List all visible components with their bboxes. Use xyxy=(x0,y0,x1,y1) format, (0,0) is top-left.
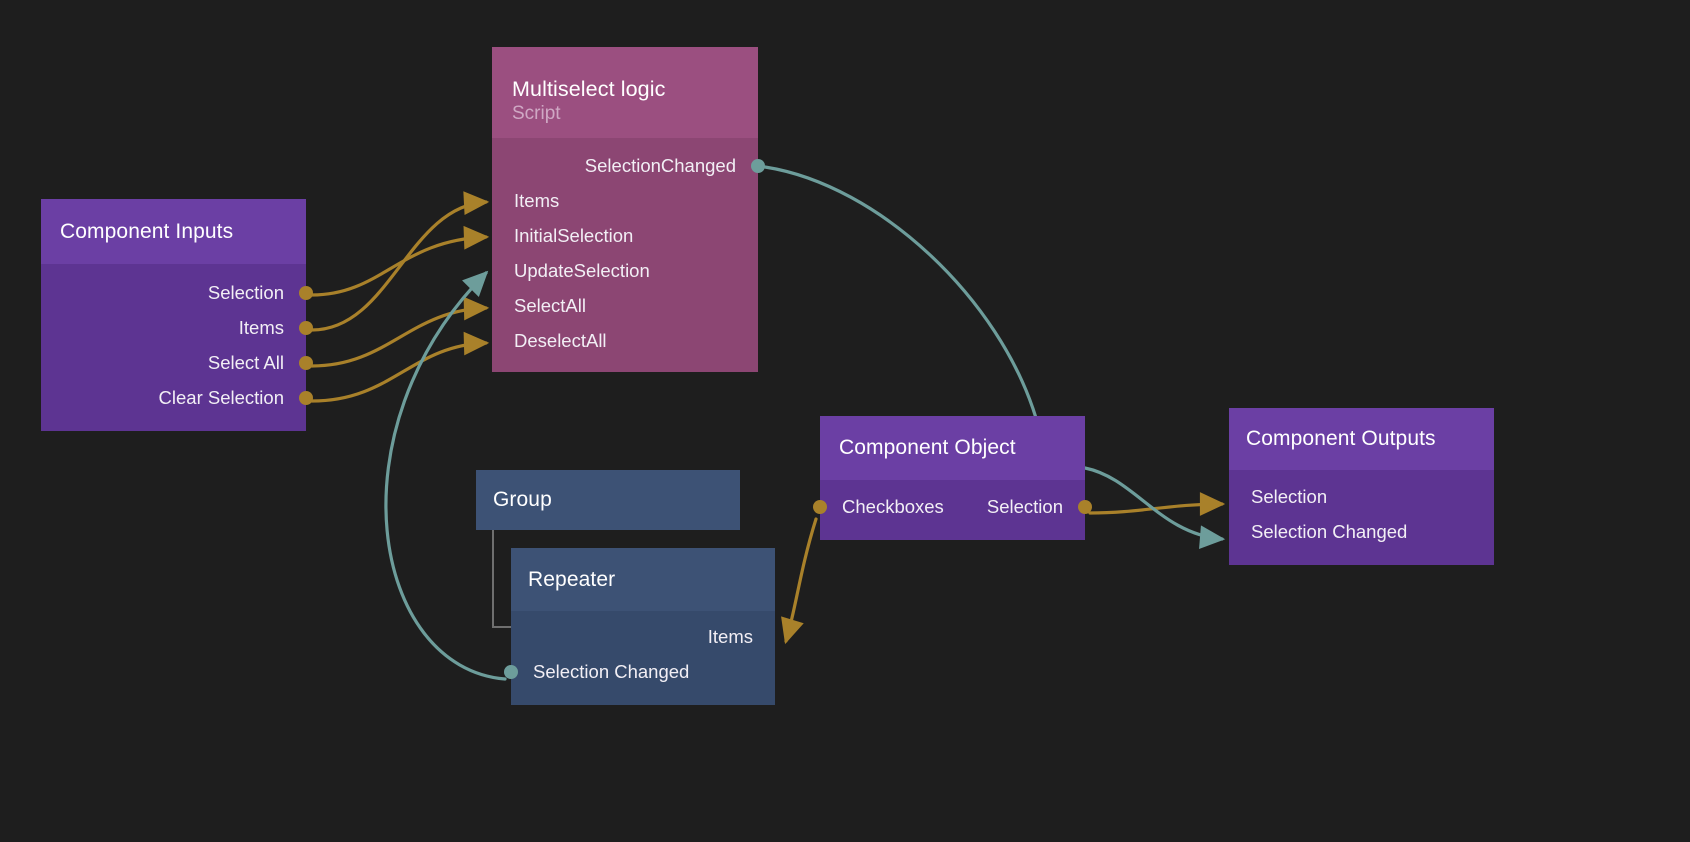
node-component-inputs[interactable]: Component Inputs Selection Items Select … xyxy=(41,199,313,431)
node-component-outputs-header[interactable]: Component Outputs xyxy=(1229,408,1494,470)
node-repeater[interactable]: Repeater Items Selection Changed xyxy=(504,548,775,705)
port-select-all-out[interactable]: Select All xyxy=(41,345,313,380)
port-label: Selection Changed xyxy=(1251,520,1408,542)
port-dot-orange[interactable] xyxy=(299,355,313,370)
port-label: Select All xyxy=(207,351,284,373)
port-label-checkboxes: Checkboxes xyxy=(842,495,944,517)
node-title: Component Object xyxy=(839,436,1016,459)
port-dot-orange[interactable] xyxy=(1078,499,1092,514)
node-component-inputs-body: Selection Items Select All Clear Selecti… xyxy=(41,264,313,431)
node-group[interactable]: Group xyxy=(476,470,740,530)
port-label: Items xyxy=(238,316,284,338)
port-dot-teal[interactable] xyxy=(751,158,765,173)
port-dot-orange[interactable] xyxy=(299,390,313,405)
port-selection-in[interactable]: Selection xyxy=(1229,479,1494,514)
wire-inputs-selection-to-initialselection xyxy=(310,225,490,297)
port-items-out[interactable]: Items xyxy=(41,310,313,345)
port-label: SelectAll xyxy=(514,294,586,316)
node-repeater-header[interactable]: Repeater xyxy=(511,548,775,611)
node-title: Group xyxy=(493,488,552,511)
port-label: Clear Selection xyxy=(158,386,284,408)
node-component-outputs[interactable]: Component Outputs Selection Selection Ch… xyxy=(1229,408,1494,565)
port-label-selection: Selection xyxy=(986,495,1063,517)
node-repeater-body: Items Selection Changed xyxy=(504,611,775,705)
node-component-inputs-header[interactable]: Component Inputs xyxy=(41,199,306,264)
port-dot-teal[interactable] xyxy=(504,664,518,679)
group-hierarchy-connector xyxy=(492,530,514,628)
node-title: Component Outputs xyxy=(1246,427,1436,450)
port-selection-changed-out[interactable]: Selection Changed xyxy=(504,654,775,689)
port-items-in[interactable]: Items xyxy=(492,183,758,218)
port-clear-selection-out[interactable]: Clear Selection xyxy=(41,380,313,415)
wire-selectionchanged-to-component-object xyxy=(763,165,1038,420)
port-label: UpdateSelection xyxy=(514,259,650,281)
port-label: InitialSelection xyxy=(514,224,634,246)
wire-inputs-selectall-to-selectall xyxy=(310,296,490,368)
port-selection-out[interactable]: Selection xyxy=(41,275,313,310)
port-dot-orange[interactable] xyxy=(299,285,313,300)
wire-object-selection-to-outputs-selection xyxy=(1088,492,1226,516)
port-dot-orange[interactable] xyxy=(299,320,313,335)
wire-inputs-items-to-items xyxy=(310,191,490,332)
node-title: Repeater xyxy=(528,567,616,591)
port-selection-changed-in[interactable]: Selection Changed xyxy=(1229,514,1494,549)
port-deselectall-in[interactable]: DeselectAll xyxy=(492,323,758,358)
wire-object-checkboxes-to-repeater-items xyxy=(781,517,818,645)
port-label: DeselectAll xyxy=(514,329,607,351)
port-label: Items xyxy=(707,625,753,647)
port-updateselection-in[interactable]: UpdateSelection xyxy=(492,253,758,288)
node-component-object-body: Checkboxes Selection xyxy=(813,480,1092,540)
node-group-header[interactable]: Group xyxy=(476,470,740,530)
port-label: Selection xyxy=(207,281,284,303)
node-component-outputs-body: Selection Selection Changed xyxy=(1229,470,1494,565)
port-label: Selection Changed xyxy=(533,660,690,682)
port-row-checkboxes-selection[interactable]: Checkboxes Selection xyxy=(813,489,1092,524)
port-label: Selection xyxy=(1251,485,1328,507)
port-initialselection-in[interactable]: InitialSelection xyxy=(492,218,758,253)
port-dot-orange[interactable] xyxy=(813,499,827,514)
wire-object-to-outputs-selectionchanged xyxy=(1083,466,1226,550)
node-multiselect-logic[interactable]: Multiselect logic Script SelectionChange… xyxy=(492,47,765,372)
node-subtitle: Script xyxy=(512,103,561,124)
node-multiselect-body: SelectionChanged Items InitialSelection … xyxy=(492,138,765,372)
node-title: Multiselect logic xyxy=(512,77,666,101)
node-multiselect-header[interactable]: Multiselect logic Script xyxy=(492,47,758,138)
wire-inputs-clearselection-to-deselectall xyxy=(310,331,490,403)
port-label: SelectionChanged xyxy=(584,154,736,176)
port-selectall-in[interactable]: SelectAll xyxy=(492,288,758,323)
node-component-object[interactable]: Component Object Checkboxes Selection xyxy=(813,416,1092,540)
port-items-out[interactable]: Items xyxy=(511,619,775,654)
node-component-object-header[interactable]: Component Object xyxy=(820,416,1085,480)
port-selectionchanged-out[interactable]: SelectionChanged xyxy=(492,148,765,183)
node-title: Component Inputs xyxy=(60,219,234,243)
port-label: Items xyxy=(514,189,560,211)
